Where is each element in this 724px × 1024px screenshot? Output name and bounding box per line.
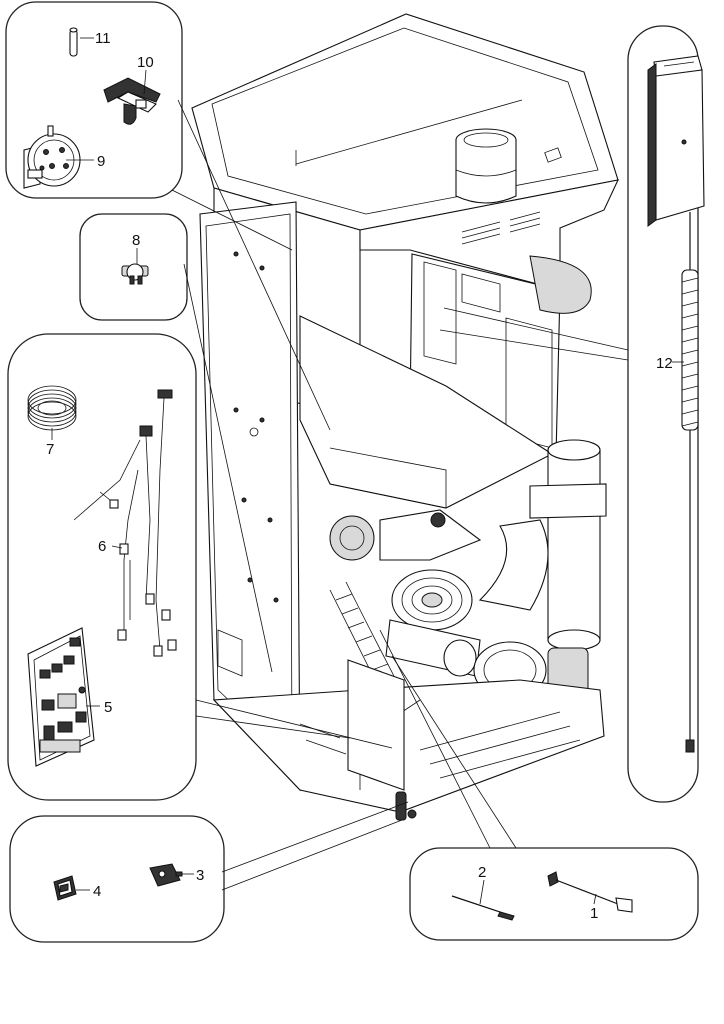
part-5-control-board <box>27 627 100 767</box>
part-8-thermostat <box>121 248 149 285</box>
part-3-connector <box>149 863 194 887</box>
callout-number-1: 1 <box>590 905 598 922</box>
callout-number-12: 12 <box>656 355 673 372</box>
callout-number-8: 8 <box>132 232 140 249</box>
stove-assembly <box>191 13 619 821</box>
part-12-remote-control-probe <box>647 55 705 753</box>
sensor-rod-icon <box>451 895 515 921</box>
callout-number-7: 7 <box>46 441 54 458</box>
part-7-coiled-cable <box>27 385 77 440</box>
control-circuit-board-icon <box>27 627 95 767</box>
temperature-probe-cable-icon <box>547 871 633 913</box>
callout-number-11: 11 <box>95 30 111 47</box>
coiled-cable-icon <box>27 385 77 431</box>
part-1-probe-cable <box>547 871 633 913</box>
part-10-bracket <box>103 69 161 125</box>
callout-number-10: 10 <box>137 54 154 71</box>
rocker-switch-icon <box>53 875 77 901</box>
remote-control-probe-icon <box>647 55 705 753</box>
callout-panel-1-2 <box>409 847 699 941</box>
mounting-bracket-icon <box>103 77 161 125</box>
wiring-harness-icon <box>73 389 177 657</box>
callout-number-3: 3 <box>196 867 204 884</box>
part-11-fuse <box>69 27 94 57</box>
callout-number-5: 5 <box>104 699 112 716</box>
part-6-wiring-harness <box>73 389 177 657</box>
callout-number-4: 4 <box>93 883 101 900</box>
leader-lines <box>171 99 629 891</box>
callout-number-9: 9 <box>97 153 105 170</box>
part-4-rocker-switch <box>53 875 90 901</box>
callout-number-6: 6 <box>98 538 106 555</box>
part-9-pressure-switch <box>23 125 94 189</box>
fuse-icon <box>69 27 78 57</box>
thermostat-icon <box>121 263 149 285</box>
callout-number-2: 2 <box>478 864 486 881</box>
callout-panel-3-4 <box>9 815 225 943</box>
connector-plug-icon <box>149 863 183 887</box>
part-2-sensor-rod <box>451 879 515 921</box>
